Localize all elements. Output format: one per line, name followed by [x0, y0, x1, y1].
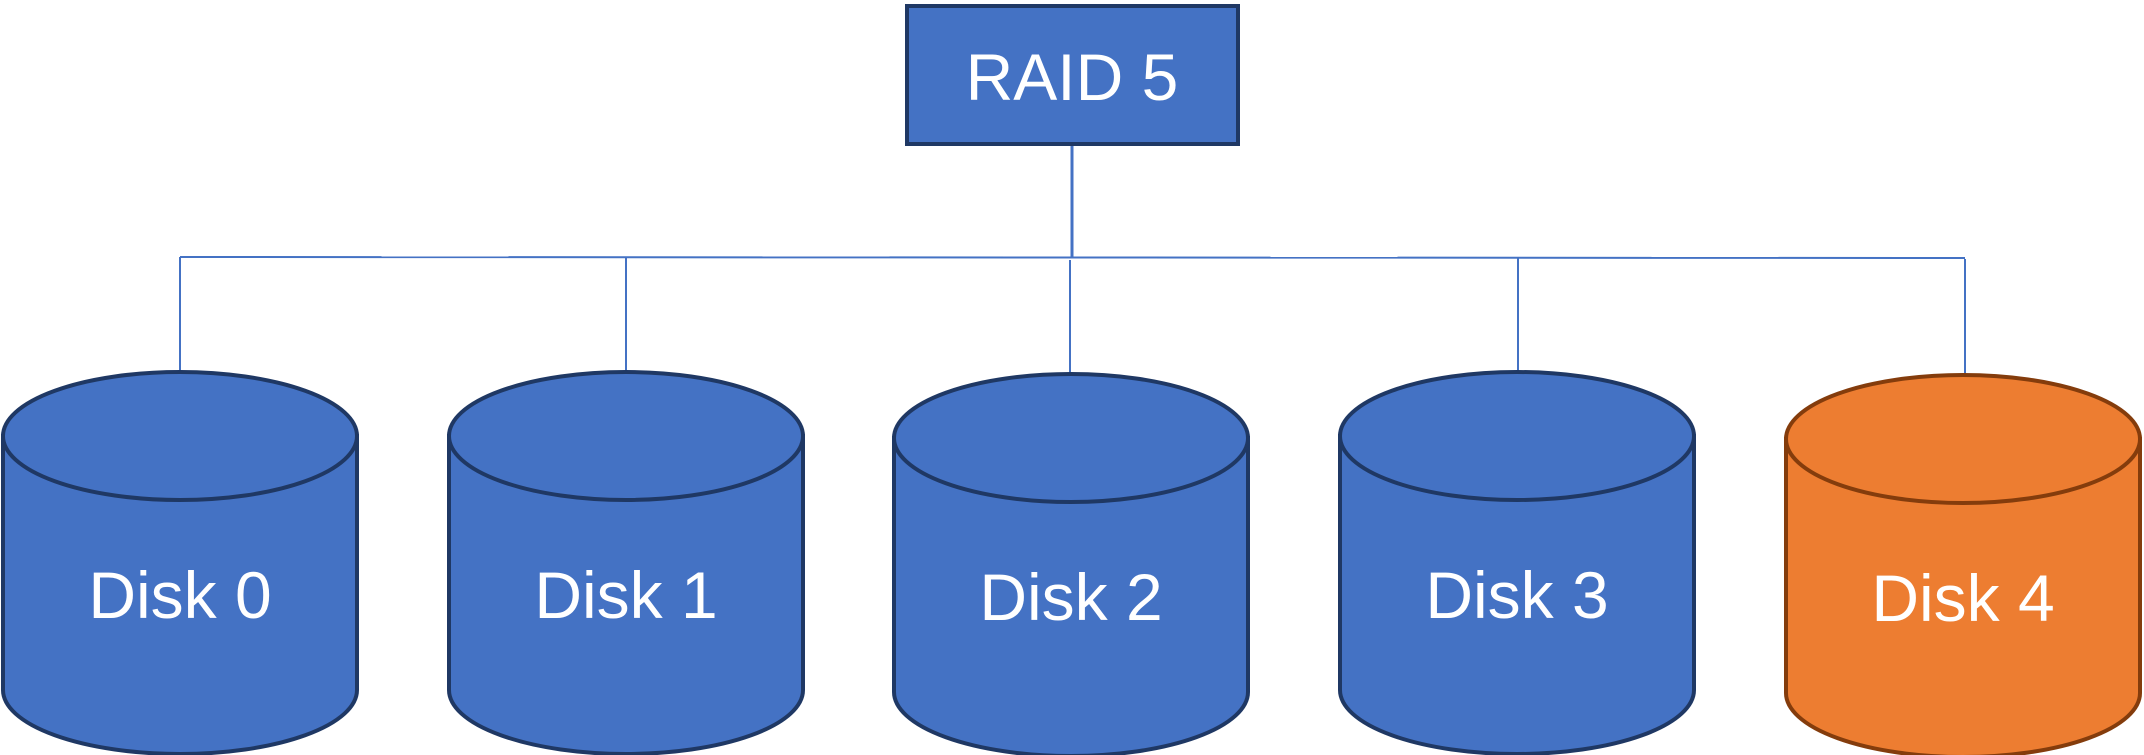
raid-root-box — [905, 4, 1240, 146]
disk-1-label: Disk 1 — [534, 558, 717, 632]
connector-horizontal-bus — [179, 256, 1966, 259]
disk-3-label: Disk 3 — [1425, 558, 1608, 632]
disk-4-top — [1784, 373, 2142, 505]
disk-3-cylinder — [1338, 434, 1696, 755]
disk-1-top — [447, 370, 805, 502]
disk-0-label: Disk 0 — [88, 558, 271, 632]
disk-3: Disk 3 — [1338, 370, 1696, 755]
disk-1-cylinder — [447, 434, 805, 755]
disk-4-cylinder — [1784, 437, 2142, 755]
raid-root-node: RAID 5 — [905, 4, 1240, 146]
disk-0: Disk 0 — [1, 370, 359, 755]
disk-3-top — [1338, 370, 1696, 502]
disk-2-cylinder — [892, 436, 1250, 755]
disk-1: Disk 1 — [447, 370, 805, 755]
disk-2-label: Disk 2 — [979, 560, 1162, 634]
disk-2-top — [892, 372, 1250, 504]
disk-0-top — [1, 370, 359, 502]
disk-4: Disk 4 — [1784, 373, 2142, 755]
disk-2: Disk 2 — [892, 372, 1250, 755]
disk-4-label: Disk 4 — [1871, 561, 2054, 635]
connectors — [179, 144, 1966, 374]
disk-0-cylinder — [1, 434, 359, 755]
raid-root-label: RAID 5 — [966, 40, 1179, 114]
